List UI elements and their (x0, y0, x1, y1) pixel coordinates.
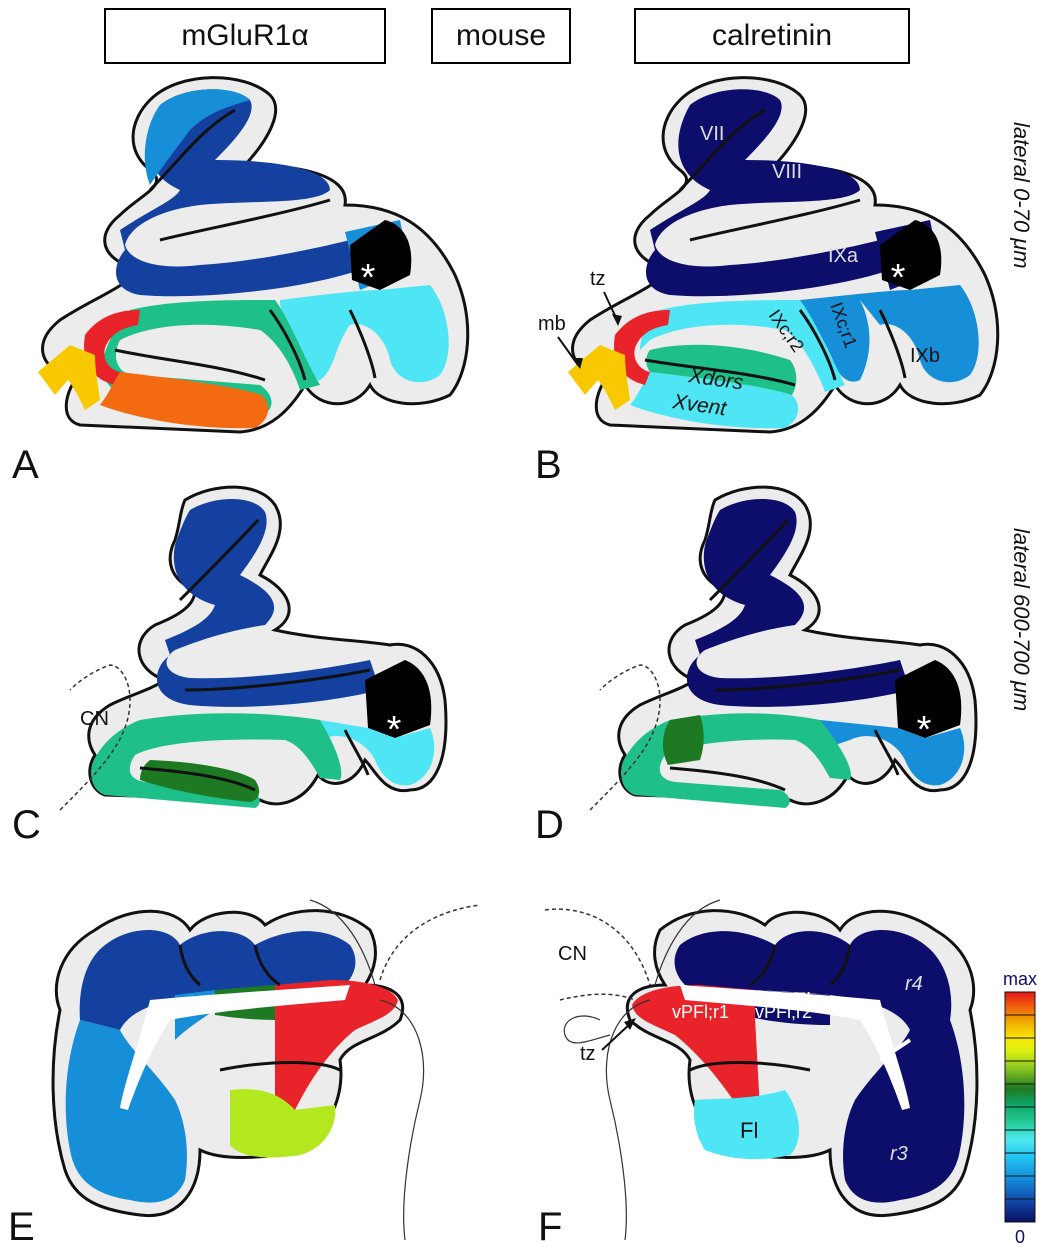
panel-b-label-ixb: IXb (910, 345, 940, 367)
panel-f-label-fl: Fl (740, 1118, 758, 1143)
panel-c-label-cn: CN (80, 708, 109, 730)
panel-f-label-vpfl-r1: vPFl;r1 (672, 1002, 729, 1022)
panel-a: * A (12, 78, 468, 487)
panel-f-label-tz: tz (580, 1043, 596, 1065)
panel-c: * CN C (12, 487, 446, 847)
panel-f-label-vpfl-r2: vPFl;r2 (755, 1002, 812, 1022)
panel-b-label-viii: VIII (772, 161, 802, 183)
panel-f-label-cn: CN (558, 943, 587, 965)
panel-d-dark-green (663, 715, 704, 765)
panel-f-label-r3: r3 (890, 1143, 908, 1165)
panel-c-letter: C (12, 803, 41, 847)
scale-max-label: max (1003, 969, 1037, 989)
panel-e-dashed (380, 905, 480, 980)
panel-d: * D (535, 487, 976, 847)
panel-f-letter: F (538, 1205, 562, 1247)
panel-b-label-ixa: IXa (828, 245, 859, 267)
panel-f-label-r4: r4 (905, 973, 923, 995)
panel-f: CN PFl vPFl;r1 vPFl;r2 r4 r3 Fl tz F (538, 900, 977, 1247)
panel-d-letter: D (535, 803, 564, 847)
scale-min-label: 0 (1015, 1227, 1025, 1247)
panel-f-thin-curve (564, 1016, 610, 1043)
color-scale: max 0 (1003, 969, 1037, 1247)
panel-e-letter: E (8, 1205, 35, 1247)
panel-e: E (8, 900, 480, 1247)
panel-b: * VII VIII IXa IXb IXc;r1 IXc;r2 Xdors X… (535, 78, 998, 487)
panel-b-label-mb: mb (538, 313, 566, 335)
panel-b-label-tz: tz (590, 268, 606, 290)
panel-a-letter: A (12, 443, 39, 487)
panel-b-letter: B (535, 443, 562, 487)
panel-b-label-vii: VII (700, 123, 724, 145)
